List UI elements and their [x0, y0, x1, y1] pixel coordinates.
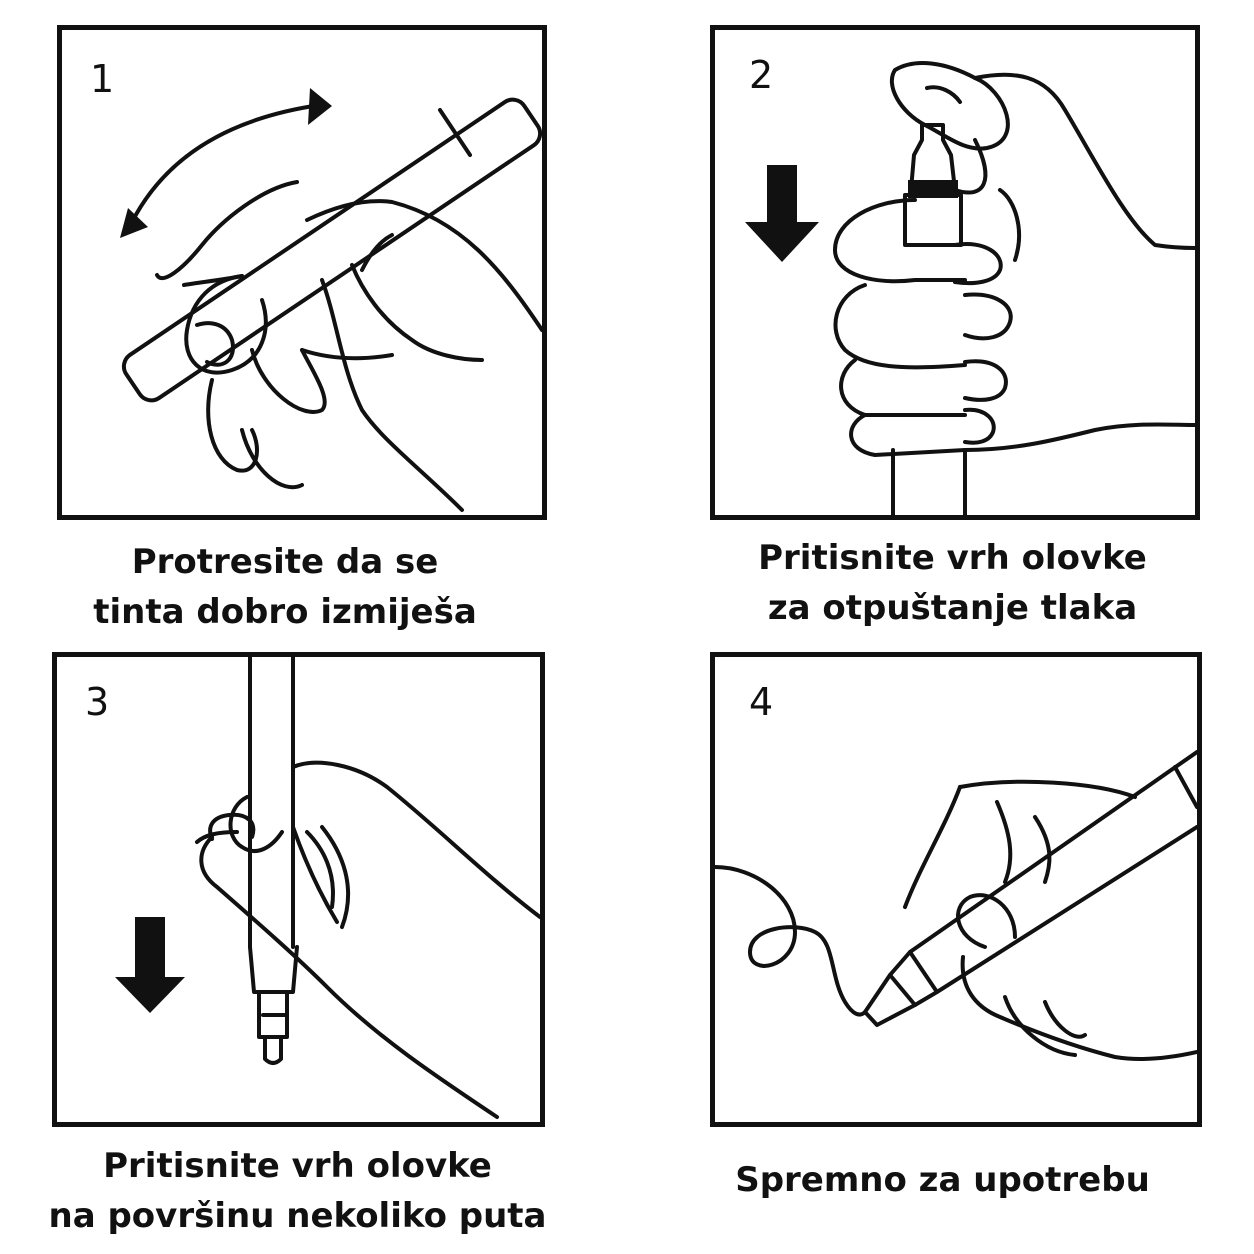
step-2-number: 2 [749, 53, 774, 97]
step-3-caption-line-2: na površinu nekoliko puta [48, 1196, 547, 1236]
step-3-number: 3 [85, 680, 110, 724]
step-1-caption-line-1: Protresite da se [131, 542, 439, 582]
thumb-icon [889, 61, 1195, 250]
hand-icon [155, 180, 542, 512]
fist-icon [833, 188, 1195, 457]
step-1-caption-line-2: tinta dobro izmiješa [93, 592, 477, 632]
arrow-down-icon [745, 165, 819, 262]
hand-icon [195, 760, 540, 1119]
step-4-number: 4 [749, 680, 774, 724]
step-1-number: 1 [90, 57, 115, 101]
step-2-panel: 2 [710, 25, 1200, 520]
marker-icon [121, 97, 542, 403]
release-pressure-illustration [745, 61, 1195, 515]
step-3-caption-line-1: Pritisnite vrh olovke [103, 1146, 492, 1186]
step-2-caption-line-1: Pritisnite vrh olovke [758, 538, 1147, 578]
press-tip-illustration [115, 657, 540, 1119]
step-4-caption: Spremno za upotrebu [705, 1155, 1180, 1205]
arrow-down-icon [115, 917, 185, 1013]
scribble-line [715, 865, 867, 1017]
ready-to-use-illustration [715, 750, 1197, 1062]
step-3-panel: 3 [52, 652, 545, 1127]
marker-icon [248, 657, 299, 1065]
step-1-panel: 1 [57, 25, 547, 520]
step-3-caption: Pritisnite vrh olovke na površinu nekoli… [40, 1141, 555, 1241]
hand-icon [903, 779, 1197, 1062]
shake-arc [130, 103, 322, 224]
marker-icon [891, 123, 967, 515]
arrow-left-icon [120, 208, 148, 238]
step-2-caption: Pritisnite vrh olovke za otpuštanje tlak… [705, 533, 1200, 633]
step-1-caption: Protresite da se tinta dobro izmiješa [40, 537, 530, 637]
step-4-panel: 4 [710, 652, 1202, 1127]
marker-icon [863, 750, 1197, 1027]
arrow-right-icon [308, 88, 332, 125]
step-2-caption-line-2: za otpuštanje tlaka [767, 588, 1138, 628]
shake-marker-illustration [120, 88, 542, 512]
step-4-caption-line-1: Spremno za upotrebu [735, 1160, 1150, 1200]
